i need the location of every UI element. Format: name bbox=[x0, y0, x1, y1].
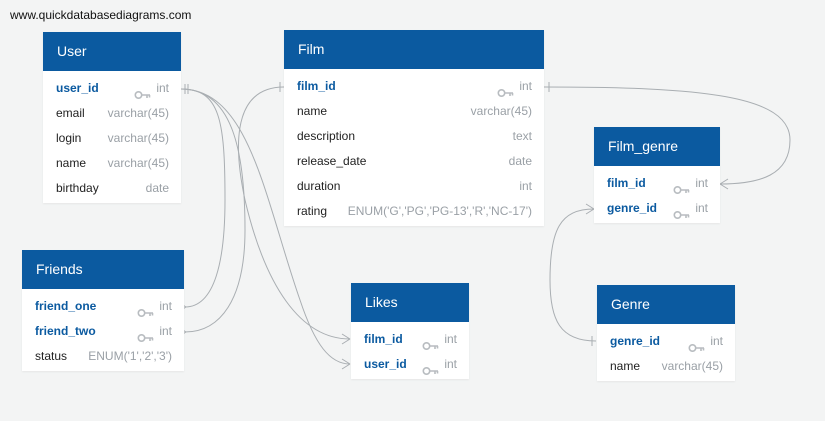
field-type: int bbox=[695, 176, 708, 190]
field-name: login bbox=[56, 131, 82, 145]
table-header[interactable]: Genre bbox=[597, 285, 735, 324]
field-type: text bbox=[512, 129, 532, 143]
field-row[interactable]: genre_id int bbox=[594, 196, 720, 221]
field-type: int bbox=[444, 357, 457, 371]
field-name: email bbox=[56, 106, 85, 120]
field-name: film_id bbox=[607, 176, 646, 190]
field-type: varchar(45) bbox=[107, 156, 169, 170]
table-header[interactable]: Friends bbox=[22, 250, 184, 289]
table-header[interactable]: Film_genre bbox=[594, 127, 720, 166]
field-row[interactable]: rating ENUM('G','PG','PG-13','R','NC-17') bbox=[284, 199, 544, 224]
tick-user bbox=[184, 84, 189, 94]
watermark: www.quickdatabasediagrams.com bbox=[10, 8, 192, 22]
field-type: int bbox=[519, 79, 532, 93]
key-icon bbox=[422, 335, 440, 350]
field-row[interactable]: duration int bbox=[284, 174, 544, 199]
field-type: varchar(45) bbox=[107, 106, 169, 120]
rel-user-likes bbox=[180, 88, 351, 365]
field-name: genre_id bbox=[610, 334, 661, 348]
field-row[interactable]: film_id int bbox=[594, 171, 720, 196]
field-name: birthday bbox=[56, 181, 99, 195]
field-type: varchar(45) bbox=[470, 104, 532, 118]
field-row[interactable]: status ENUM('1','2','3') bbox=[22, 344, 184, 369]
field-name: genre_id bbox=[607, 201, 658, 215]
field-type: ENUM('1','2','3') bbox=[88, 349, 172, 363]
field-type: date bbox=[145, 181, 169, 195]
table-user[interactable]: User user_id int email varchar(45) login varc… bbox=[43, 32, 181, 203]
field-row[interactable]: film_id int bbox=[284, 74, 544, 99]
key-icon bbox=[673, 204, 691, 219]
field-name: release_date bbox=[297, 154, 367, 168]
field-type: int bbox=[156, 81, 169, 95]
field-row[interactable]: name varchar(45) bbox=[43, 151, 181, 176]
field-name: user_id bbox=[56, 81, 99, 95]
table-header[interactable]: User bbox=[43, 32, 181, 71]
field-name: friend_one bbox=[35, 299, 97, 313]
key-icon bbox=[137, 302, 155, 317]
crow-likes-user bbox=[341, 358, 351, 370]
field-type: int bbox=[444, 332, 457, 346]
field-row[interactable]: user_id int bbox=[351, 352, 469, 377]
rel-film-filmgenre bbox=[543, 86, 791, 185]
field-name: description bbox=[297, 129, 356, 143]
field-type: varchar(45) bbox=[661, 359, 723, 373]
field-type: varchar(45) bbox=[107, 131, 169, 145]
field-row[interactable]: genre_id int bbox=[597, 329, 735, 354]
field-name: friend_two bbox=[35, 324, 96, 338]
field-type: int bbox=[159, 324, 172, 338]
field-row[interactable]: release_date date bbox=[284, 149, 544, 174]
field-name: name bbox=[610, 359, 641, 373]
rel-genre-filmgenre bbox=[549, 208, 597, 342]
field-row[interactable]: friend_one int bbox=[22, 294, 184, 319]
key-icon bbox=[673, 179, 691, 194]
field-type: date bbox=[508, 154, 532, 168]
field-name: film_id bbox=[364, 332, 403, 346]
field-row[interactable]: name varchar(45) bbox=[597, 354, 735, 379]
field-type: int bbox=[695, 201, 708, 215]
field-list: genre_id int name varchar(45) bbox=[597, 324, 735, 381]
field-list: user_id int email varchar(45) login varchar(4… bbox=[43, 71, 181, 203]
field-row[interactable]: name varchar(45) bbox=[284, 99, 544, 124]
field-type: int bbox=[519, 179, 532, 193]
table-header[interactable]: Likes bbox=[351, 283, 469, 322]
field-name: status bbox=[35, 349, 68, 363]
field-row[interactable]: description text bbox=[284, 124, 544, 149]
key-icon bbox=[688, 337, 706, 352]
table-genre[interactable]: Genre genre_id int name varchar(45) bbox=[597, 285, 735, 381]
field-row[interactable]: email varchar(45) bbox=[43, 101, 181, 126]
field-name: user_id bbox=[364, 357, 407, 371]
rel-user-friend-one bbox=[180, 88, 226, 308]
field-row[interactable]: user_id int bbox=[43, 76, 181, 101]
table-header[interactable]: Film bbox=[284, 30, 544, 69]
field-name: name bbox=[56, 156, 87, 170]
rel-user-friend-two bbox=[180, 88, 246, 333]
field-row[interactable]: login varchar(45) bbox=[43, 126, 181, 151]
field-type: ENUM('G','PG','PG-13','R','NC-17') bbox=[347, 204, 532, 218]
crow-filmgenre-film bbox=[719, 178, 729, 190]
field-row[interactable]: friend_two int bbox=[22, 319, 184, 344]
field-row[interactable]: birthday date bbox=[43, 176, 181, 201]
field-name: name bbox=[297, 104, 328, 118]
field-name: duration bbox=[297, 179, 341, 193]
field-name: rating bbox=[297, 204, 328, 218]
field-type: int bbox=[159, 299, 172, 313]
key-icon bbox=[422, 360, 440, 375]
key-icon bbox=[137, 327, 155, 342]
field-type: int bbox=[710, 334, 723, 348]
crow-filmgenre-genre bbox=[585, 203, 595, 215]
field-name: film_id bbox=[297, 79, 336, 93]
rel-film-likes bbox=[238, 86, 351, 340]
field-row[interactable]: film_id int bbox=[351, 327, 469, 352]
key-icon bbox=[134, 84, 152, 99]
key-icon bbox=[497, 82, 515, 97]
crow-likes-film bbox=[341, 333, 351, 345]
